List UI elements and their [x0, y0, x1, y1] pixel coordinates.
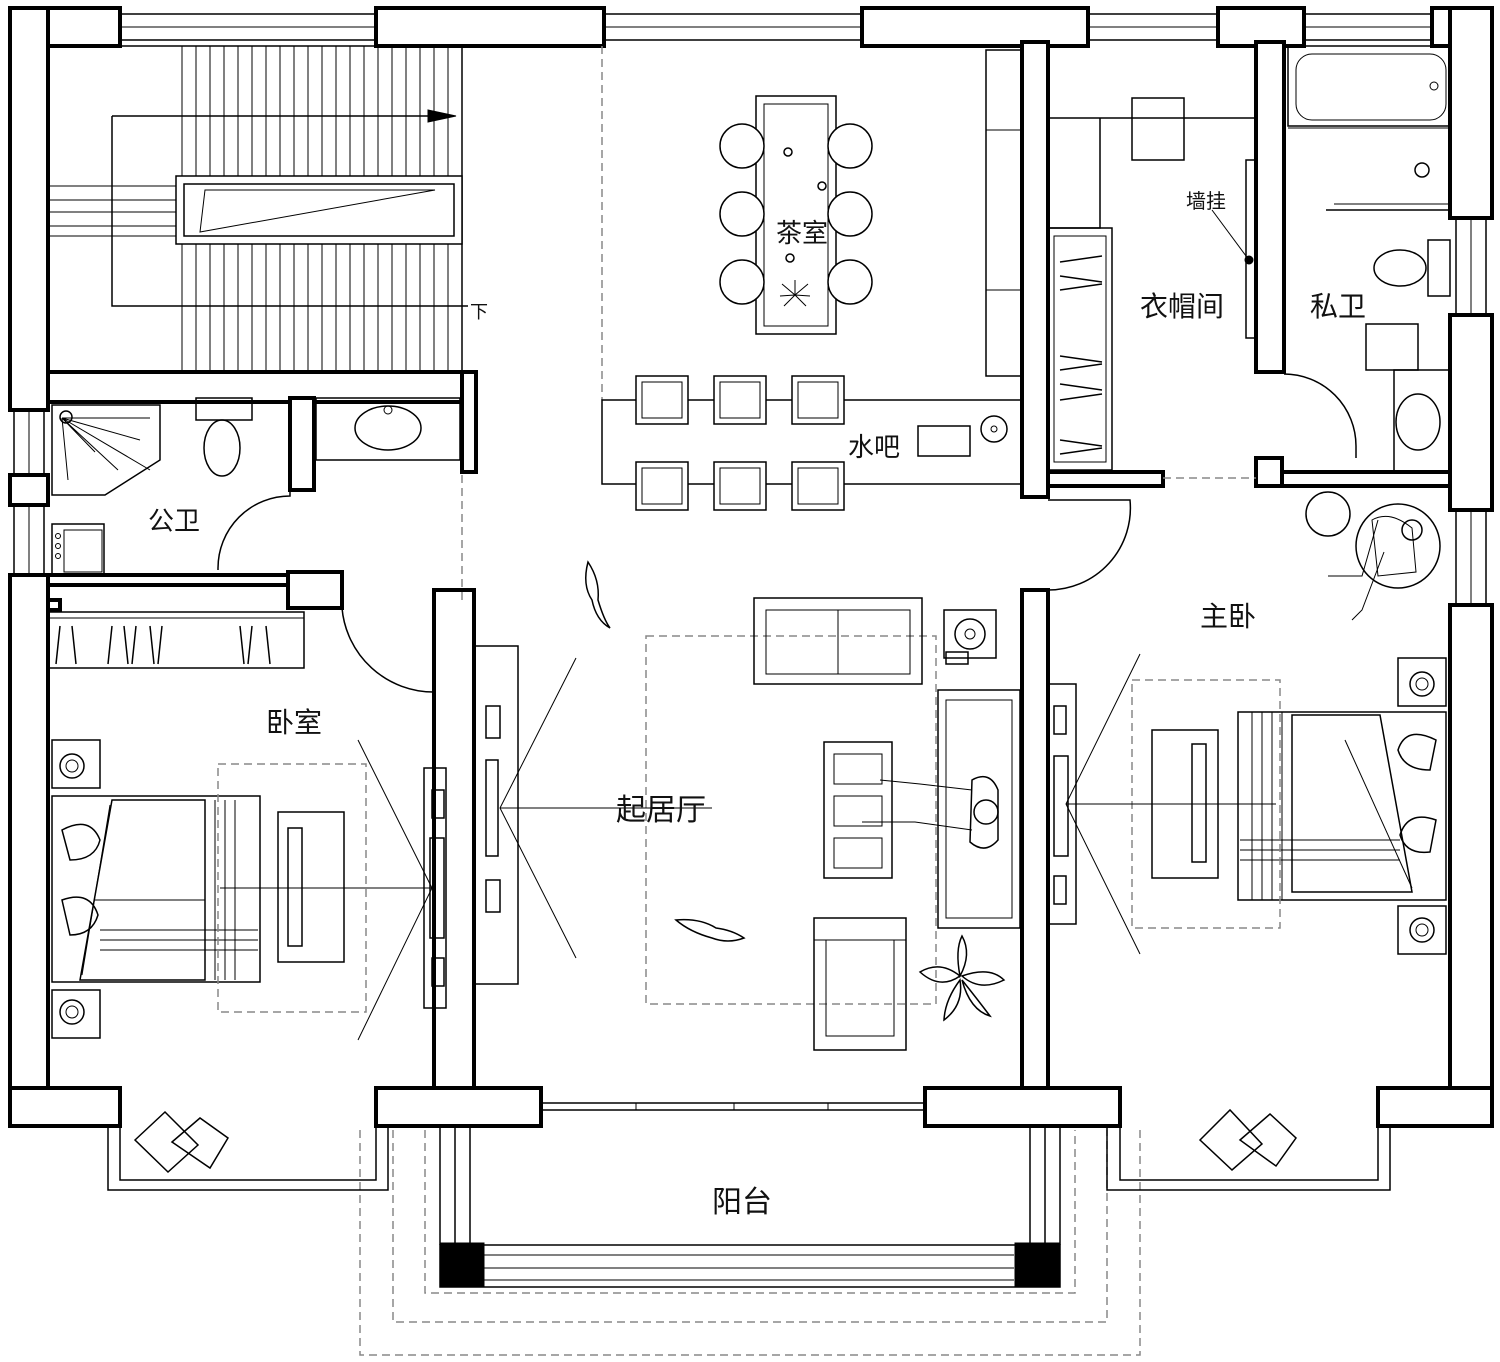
bay-window-right: [1106, 1125, 1391, 1191]
coffee-table: [823, 741, 893, 879]
dog-icon: [674, 918, 746, 942]
bathroom-door-swing: [217, 490, 291, 570]
balcony: 阳台: [712, 1185, 772, 1220]
balcony-label: 阳台: [712, 1185, 772, 1220]
bedroom: 卧室: [47, 600, 447, 1174]
armchair: [813, 917, 907, 1051]
balcony-railing: [439, 1125, 1061, 1288]
walls: [8, 6, 1494, 1128]
wardrobe-label: 衣帽间: [1140, 290, 1224, 323]
master-door-swing: [1047, 499, 1132, 591]
staircase: 下: [47, 45, 488, 373]
master-bedroom-label: 主卧: [1200, 600, 1256, 633]
washbasin-icon-private: [1395, 393, 1441, 451]
master-bedroom: 主卧: [1047, 491, 1447, 1172]
master-bed-icon: [1237, 711, 1447, 901]
closet-hangers: [55, 625, 271, 665]
toilet-icon: [203, 419, 241, 477]
water-bar: 水吧: [601, 375, 1023, 511]
public-bath-label: 公卫: [148, 507, 200, 537]
balcony-column-left: [439, 1242, 485, 1288]
living-room-label: 起居厅: [616, 793, 706, 828]
sofa-top: [753, 597, 923, 685]
balcony-column-right: [1014, 1242, 1060, 1288]
tea-room-label: 茶室: [776, 219, 828, 249]
toilet-icon-private: [1373, 249, 1427, 287]
bedroom-label: 卧室: [266, 706, 322, 739]
wardrobe-room: 墙挂 衣帽间: [1047, 97, 1257, 479]
plant-icon: [918, 934, 1006, 1022]
shower-tray: [51, 404, 161, 496]
washbasin-icon: [354, 405, 422, 451]
public-bathroom: 公卫: [51, 397, 461, 577]
balcony-dashed-outline: [359, 1130, 1141, 1356]
sofa-right: [937, 689, 1021, 929]
water-bar-label: 水吧: [848, 433, 900, 463]
private-bathroom: 私卫: [1283, 45, 1451, 473]
stair-direction-label: 下: [470, 302, 488, 323]
bay-window-left: [107, 1125, 389, 1191]
tea-room: 茶室: [601, 46, 1023, 400]
wall-mount-label: 墙挂: [1186, 189, 1226, 213]
bedroom-door-swing: [341, 600, 435, 693]
living-room: 起居厅: [461, 475, 1132, 1111]
private-bath-door-swing: [1283, 373, 1357, 458]
bed-icon: [51, 795, 261, 983]
bathtub-icon: [1287, 45, 1451, 127]
cat-icon: [585, 560, 611, 629]
private-bath-label: 私卫: [1310, 290, 1366, 323]
tea-table: [755, 95, 837, 335]
